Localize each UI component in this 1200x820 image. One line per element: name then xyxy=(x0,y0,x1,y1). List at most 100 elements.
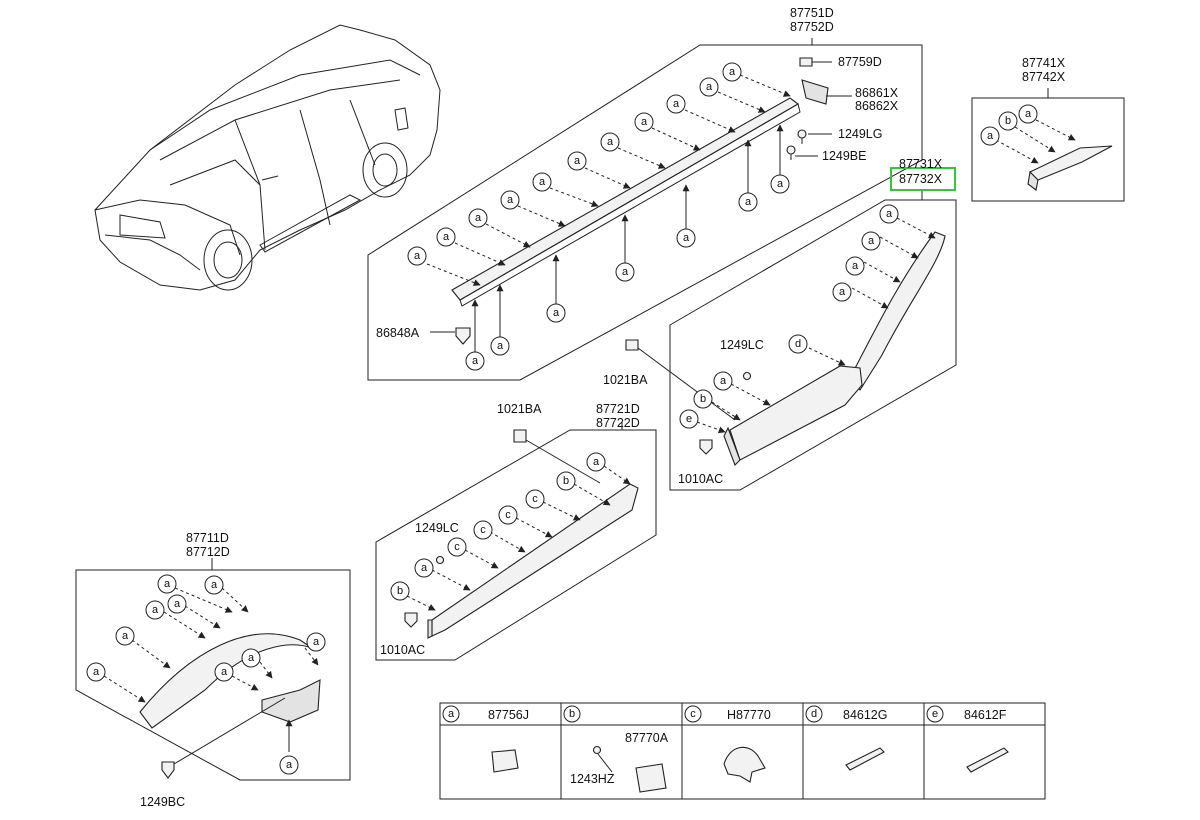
svg-text:87770A: 87770A xyxy=(625,731,669,745)
svg-text:a: a xyxy=(421,562,428,574)
svg-text:a: a xyxy=(539,176,546,188)
sill-a-markers: a a a a a a a a a a a a a a a a a a xyxy=(407,62,790,371)
callout-1249BC[interactable]: 1249BC xyxy=(140,795,185,809)
svg-text:c: c xyxy=(480,524,486,536)
callout-86862X[interactable]: 86862X xyxy=(855,99,899,113)
callout-86861X[interactable]: 86861X xyxy=(855,86,899,100)
svg-text:a: a xyxy=(553,307,560,319)
svg-text:a: a xyxy=(574,155,581,167)
callout-87752D[interactable]: 87752D xyxy=(790,20,834,34)
svg-text:a: a xyxy=(777,178,784,190)
svg-text:a: a xyxy=(221,666,228,678)
svg-text:a: a xyxy=(443,231,450,243)
legend-cell-c[interactable]: c H87770 xyxy=(684,705,771,783)
callout-1249LC-rear[interactable]: 1249LC xyxy=(415,521,459,535)
svg-text:a: a xyxy=(475,212,482,224)
sill-callout-leaders xyxy=(426,61,852,352)
svg-text:a: a xyxy=(414,250,421,262)
callout-1010AC-rear[interactable]: 1010AC xyxy=(380,643,425,657)
svg-text:b: b xyxy=(563,475,569,487)
callout-1249LG[interactable]: 1249LG xyxy=(838,127,882,141)
clip-c-icon xyxy=(723,746,766,783)
vehicle-illustration xyxy=(94,24,441,291)
callout-1249LC-door[interactable]: 1249LC xyxy=(720,338,764,352)
svg-text:a: a xyxy=(211,579,218,591)
rear-door-group: a b c c c c a b xyxy=(375,422,657,661)
callout-87722D[interactable]: 87722D xyxy=(596,416,640,430)
callout-87731X[interactable]: 87731X xyxy=(899,157,943,171)
callout-87742X[interactable]: 87742X xyxy=(1022,70,1066,84)
callout-87712D[interactable]: 87712D xyxy=(186,545,230,559)
svg-text:a: a xyxy=(286,759,293,771)
callout-87721D[interactable]: 87721D xyxy=(596,402,640,416)
svg-text:a: a xyxy=(886,208,893,220)
wheel-arch-group: a a a a a a a a a a xyxy=(75,558,351,781)
svg-text:d: d xyxy=(795,338,801,350)
callout-1249BE[interactable]: 1249BE xyxy=(822,149,866,163)
svg-text:c: c xyxy=(454,541,460,553)
svg-text:b: b xyxy=(700,393,706,405)
callout-87751D[interactable]: 87751D xyxy=(790,6,834,20)
fastener-legend-table: a 87756J b 87770A 1243HZ c H87770 d 8461… xyxy=(439,702,1046,800)
rear-quarter-group: a b a xyxy=(971,88,1125,202)
legend-cell-a[interactable]: a 87756J xyxy=(442,705,529,773)
tape-e-icon xyxy=(966,747,1009,773)
svg-text:a: a xyxy=(720,375,727,387)
svg-text:b: b xyxy=(1005,115,1011,127)
svg-text:a: a xyxy=(174,598,181,610)
svg-text:c: c xyxy=(532,493,538,505)
svg-text:c: c xyxy=(690,708,696,720)
callout-1010AC-door[interactable]: 1010AC xyxy=(678,472,723,486)
svg-text:a: a xyxy=(868,235,875,247)
legend-cell-b[interactable]: b 87770A 1243HZ xyxy=(563,705,669,793)
callout-87732X[interactable]: 87732X xyxy=(899,172,943,186)
svg-text:84612F: 84612F xyxy=(964,708,1007,722)
callout-87741X[interactable]: 87741X xyxy=(1022,56,1066,70)
svg-text:d: d xyxy=(811,708,817,720)
tape-d-icon xyxy=(845,747,885,771)
callout-87711D[interactable]: 87711D xyxy=(186,531,229,545)
callout-1021BA-door[interactable]: 1021BA xyxy=(603,373,648,387)
legend-cell-e[interactable]: e 84612F xyxy=(926,705,1009,773)
svg-text:a: a xyxy=(122,630,129,642)
svg-text:a: a xyxy=(593,456,600,468)
svg-text:a: a xyxy=(673,98,680,110)
svg-text:c: c xyxy=(505,509,511,521)
legend-cell-d[interactable]: d 84612G xyxy=(805,705,887,771)
svg-text:1243HZ: 1243HZ xyxy=(570,772,615,786)
svg-text:a: a xyxy=(1025,108,1032,120)
svg-text:84612G: 84612G xyxy=(843,708,887,722)
svg-text:a: a xyxy=(706,81,713,93)
svg-text:a: a xyxy=(607,136,614,148)
selected-part-highlight xyxy=(890,167,956,191)
svg-text:a: a xyxy=(641,116,648,128)
svg-text:a: a xyxy=(745,196,752,208)
svg-text:a: a xyxy=(839,286,846,298)
sill-molding-group xyxy=(367,38,923,381)
svg-text:a: a xyxy=(164,578,171,590)
svg-text:a: a xyxy=(93,666,100,678)
svg-text:a: a xyxy=(497,340,504,352)
svg-text:a: a xyxy=(248,652,255,664)
callout-87759D[interactable]: 87759D xyxy=(838,55,882,69)
svg-text:a: a xyxy=(313,636,320,648)
svg-text:a: a xyxy=(507,194,514,206)
svg-text:a: a xyxy=(683,232,690,244)
door-garnish-group: a a a a d a b e xyxy=(625,190,957,491)
svg-text:b: b xyxy=(569,708,575,720)
svg-text:a: a xyxy=(852,260,859,272)
svg-text:e: e xyxy=(932,708,938,720)
callout-1021BA-rear[interactable]: 1021BA xyxy=(497,402,542,416)
svg-text:a: a xyxy=(987,130,994,142)
svg-text:a: a xyxy=(729,66,736,78)
svg-text:87756J: 87756J xyxy=(488,708,529,722)
callout-86848A[interactable]: 86848A xyxy=(376,326,420,340)
svg-text:a: a xyxy=(448,708,455,720)
svg-text:a: a xyxy=(472,355,479,367)
svg-text:e: e xyxy=(686,413,692,425)
svg-text:b: b xyxy=(397,585,403,597)
svg-text:H87770: H87770 xyxy=(727,708,771,722)
svg-text:a: a xyxy=(622,266,629,278)
svg-text:a: a xyxy=(152,604,159,616)
